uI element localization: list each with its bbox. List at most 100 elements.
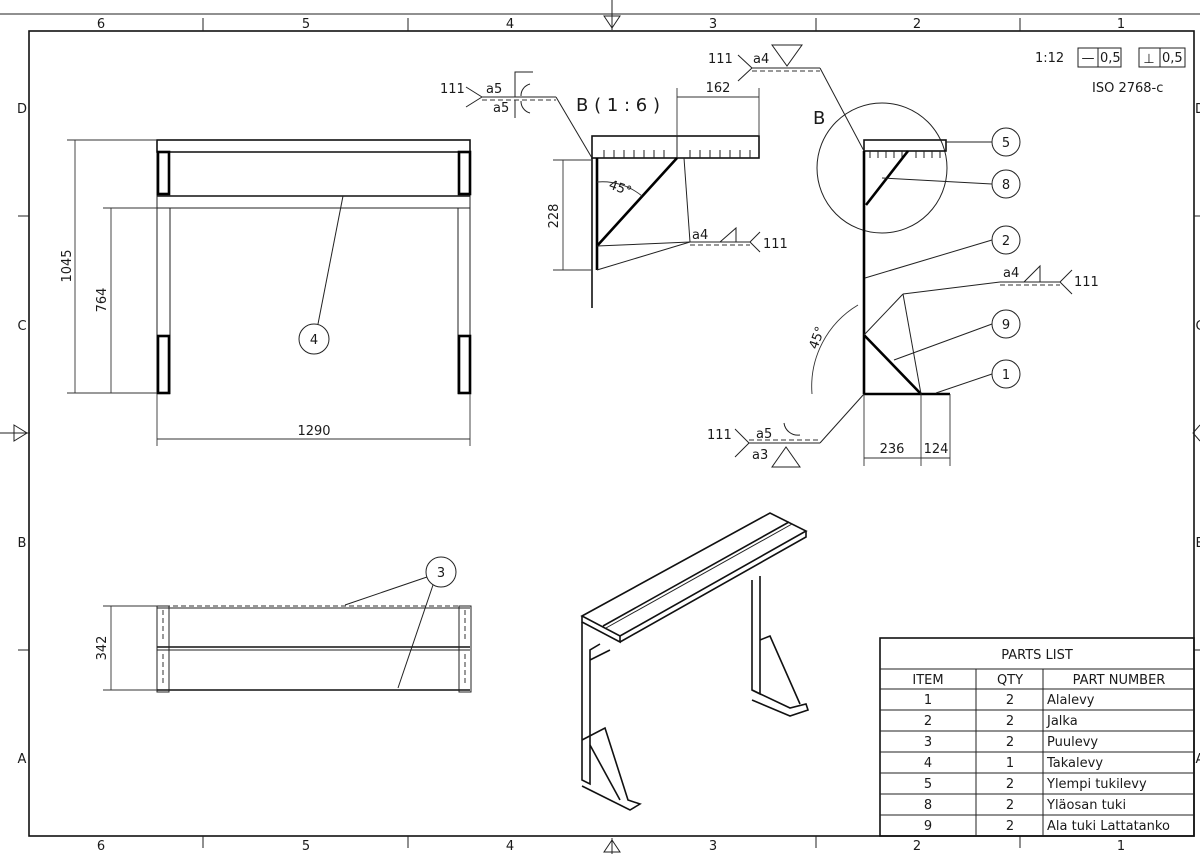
weld-process: 111 xyxy=(763,237,788,252)
zone-labels: 6 5 4 3 2 1 6 5 4 3 2 1 D C B A D C B A xyxy=(17,17,1200,854)
cell-qty: 1 xyxy=(1006,756,1014,771)
perpendicularity-symbol: ⊥ xyxy=(1143,52,1154,67)
cell-item: 5 xyxy=(924,777,932,792)
balloon xyxy=(991,225,1021,255)
cell-qty: 2 xyxy=(1006,693,1014,708)
detail-b-view: B ( 1 : 6 ) 162 228 45° xyxy=(440,71,788,308)
perpendicularity-frame xyxy=(1138,47,1186,68)
balloon-label: 8 xyxy=(1002,178,1010,193)
column-header: PART NUMBER xyxy=(1073,673,1166,688)
zone-col-top: 1 xyxy=(1117,17,1125,32)
tolerance-block: 1:12 — 0,5 ⊥ 0,5 ISO 2768-c xyxy=(1035,47,1186,96)
weld-size: a4 xyxy=(1003,266,1019,281)
top-view: 342 3 xyxy=(95,556,472,693)
zone-col-bottom: 6 xyxy=(97,839,105,854)
front-view: 1045 764 1290 4 xyxy=(60,139,472,446)
isometric-view xyxy=(580,512,810,811)
dim-width: 1290 xyxy=(297,424,330,439)
cell-item: 4 xyxy=(924,756,932,771)
zone-col-bottom: 4 xyxy=(506,839,514,854)
balloon-label: 5 xyxy=(1002,136,1010,151)
zone-row-left: A xyxy=(18,752,27,767)
flatness-symbol: — xyxy=(1082,51,1095,66)
weld-process: 111 xyxy=(707,428,732,443)
weld-process: 111 xyxy=(1074,275,1099,290)
zone-row-left: D xyxy=(17,102,27,117)
column-header: QTY xyxy=(997,673,1023,688)
cell-part: Takalevy xyxy=(1046,756,1103,771)
balloon-label: 4 xyxy=(310,333,318,348)
center-mark-bottom xyxy=(603,838,621,854)
detail-title: B ( 1 : 6 ) xyxy=(576,95,660,116)
balloon xyxy=(298,323,330,355)
balloon-label: 9 xyxy=(1002,318,1010,333)
zone-col-top: 4 xyxy=(506,17,514,32)
cell-qty: 2 xyxy=(1006,777,1014,792)
cell-qty: 2 xyxy=(1006,819,1014,834)
side-view: B 45° 236 124 5 8 2 9 xyxy=(707,44,1099,468)
cell-item: 9 xyxy=(924,819,932,834)
center-mark-left xyxy=(0,424,30,442)
angle-label: 45° xyxy=(807,325,829,352)
zone-row-right: C xyxy=(1195,319,1200,334)
weld-size: a5 xyxy=(493,101,509,116)
cell-part: Ala tuki Lattatanko xyxy=(1047,819,1170,834)
center-mark-right xyxy=(1192,424,1200,442)
balloon-label: 3 xyxy=(437,566,445,581)
zone-row-right: A xyxy=(1196,752,1200,767)
flatness-value: 0,5 xyxy=(1100,51,1121,66)
zone-col-top: 2 xyxy=(913,17,921,32)
dim-inner-height: 764 xyxy=(95,288,110,313)
zone-col-top: 3 xyxy=(709,17,717,32)
cell-item: 2 xyxy=(924,714,932,729)
detail-circle xyxy=(816,102,948,234)
zone-col-top: 6 xyxy=(97,17,105,32)
dim-depth: 342 xyxy=(95,636,110,661)
zone-row-left: B xyxy=(18,536,27,551)
weld-size: a5 xyxy=(486,82,502,97)
weld-process: 111 xyxy=(708,52,733,67)
weld-size: a4 xyxy=(692,228,708,243)
scale-label: 1:12 xyxy=(1035,51,1064,66)
dim-base-left: 236 xyxy=(880,442,905,457)
dim-overall-height: 1045 xyxy=(60,249,75,282)
dim-base-right: 124 xyxy=(924,442,949,457)
angle-label: 45° xyxy=(607,178,634,200)
weld-process: 111 xyxy=(440,82,465,97)
cell-part: Yläosan tuki xyxy=(1046,798,1126,813)
dim-top-length: 162 xyxy=(706,81,731,96)
balloon xyxy=(991,309,1021,339)
parts-list-title: PARTS LIST xyxy=(1001,648,1073,663)
column-header: ITEM xyxy=(912,673,943,688)
dim-height: 228 xyxy=(547,204,562,229)
cell-part: Puulevy xyxy=(1047,735,1098,750)
cell-part: Ylempi tukilevy xyxy=(1046,777,1147,792)
cell-item: 8 xyxy=(924,798,932,813)
zone-col-bottom: 1 xyxy=(1117,839,1125,854)
flatness-frame xyxy=(1077,47,1122,68)
cell-qty: 2 xyxy=(1006,735,1014,750)
weld-size: a3 xyxy=(752,448,768,463)
perpendicularity-value: 0,5 xyxy=(1162,51,1183,66)
cell-part: Alalevy xyxy=(1047,693,1095,708)
zone-col-bottom: 2 xyxy=(913,839,921,854)
zone-col-bottom: 3 xyxy=(709,839,717,854)
balloon-label: 1 xyxy=(1002,368,1010,383)
zone-row-left: C xyxy=(17,319,26,334)
balloon xyxy=(991,359,1021,389)
zone-col-top: 5 xyxy=(302,17,310,32)
detail-label: B xyxy=(813,108,825,129)
balloon xyxy=(991,169,1021,199)
balloon xyxy=(425,556,457,588)
weld-size: a4 xyxy=(753,52,769,67)
zone-row-right: D xyxy=(1195,102,1200,117)
cell-qty: 2 xyxy=(1006,798,1014,813)
cell-item: 1 xyxy=(924,693,932,708)
cell-part: Jalka xyxy=(1046,714,1078,729)
center-mark-top xyxy=(603,0,621,30)
parts-list: PARTS LIST ITEM QTY PART NUMBER 1 2 Alal… xyxy=(879,637,1195,837)
tolerance-standard: ISO 2768-c xyxy=(1092,81,1163,96)
